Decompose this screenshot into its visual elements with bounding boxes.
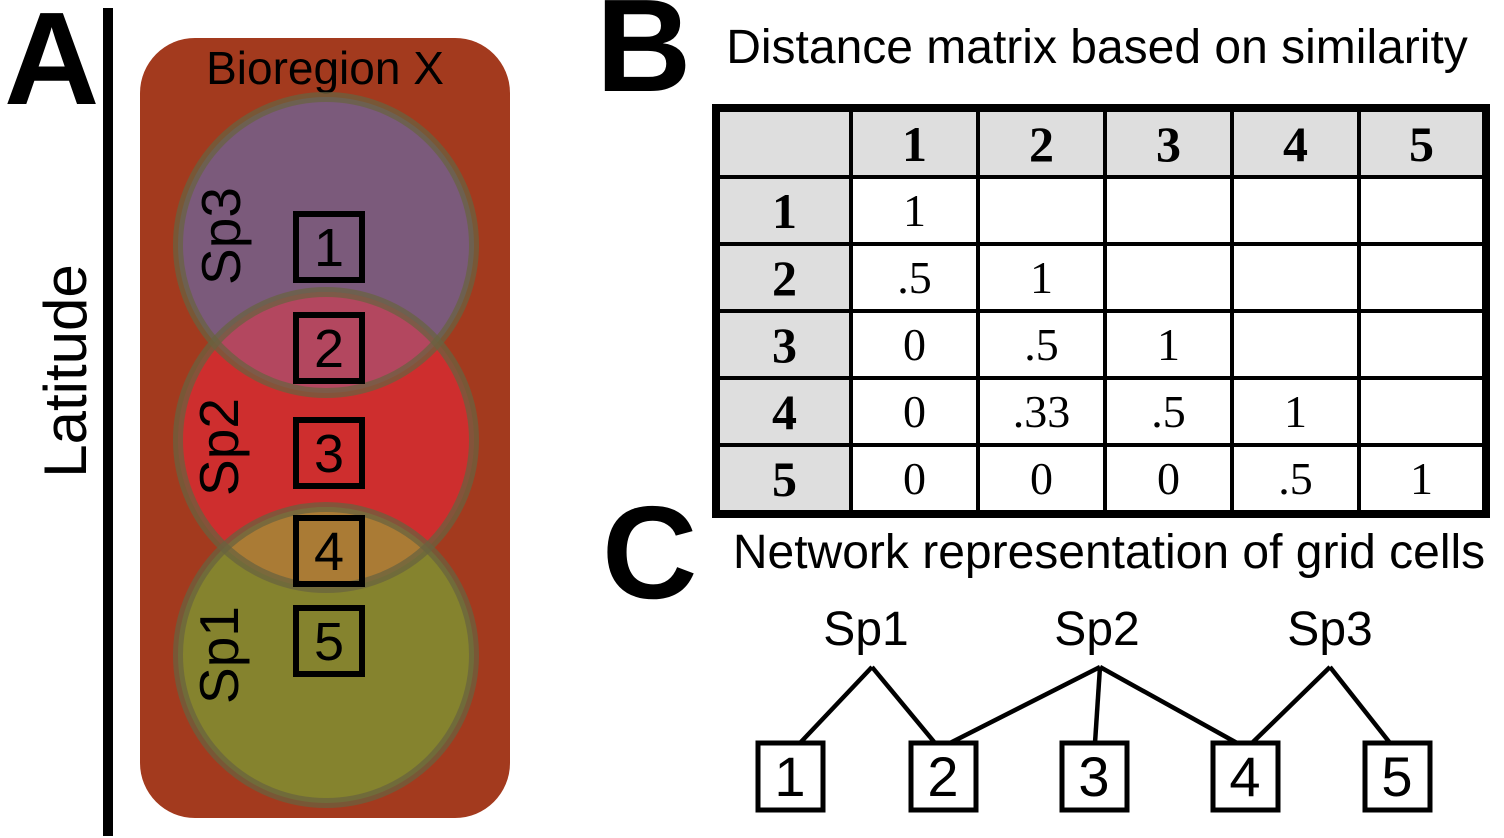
matrix-col-header-1: 1 xyxy=(849,106,980,179)
matrix-cell-2-1: .5 xyxy=(849,242,980,313)
matrix-cell-3-4 xyxy=(1230,309,1361,380)
matrix-cell-4-3: .5 xyxy=(1103,376,1234,447)
matrix-row-5: 5 0 0 0 .5 1 xyxy=(714,443,1488,516)
matrix-row-header-2: 2 xyxy=(714,242,853,313)
grid-cell-box-4 xyxy=(293,515,365,587)
matrix-row-header-4: 4 xyxy=(714,376,853,447)
matrix-cell-4-5 xyxy=(1357,376,1488,447)
network-node-box-1 xyxy=(755,740,826,813)
grid-cell-number-3: 3 xyxy=(314,424,344,484)
distance-matrix-table: 1 2 3 4 5 1 1 2 .5 1 3 0 .5 1 xyxy=(712,104,1490,518)
matrix-cell-1-1: 1 xyxy=(849,175,980,246)
matrix-row-4: 4 0 .33 .5 1 xyxy=(714,376,1488,447)
matrix-cell-3-5 xyxy=(1357,309,1488,380)
matrix-cell-4-1: 0 xyxy=(849,376,980,447)
matrix-cell-3-3: 1 xyxy=(1103,309,1234,380)
matrix-col-header-3: 3 xyxy=(1103,106,1234,179)
panel-b-title: Distance matrix based on similarity xyxy=(726,21,1468,74)
network-species-label-sp3: Sp3 xyxy=(1287,603,1372,656)
sp1-circle xyxy=(178,507,474,803)
sp3-sp2-overlap xyxy=(178,292,474,393)
matrix-cell-1-3 xyxy=(1103,175,1234,246)
matrix-cell-2-3 xyxy=(1103,242,1234,313)
matrix-row-2: 2 .5 1 xyxy=(714,242,1488,313)
network-edge-sp2-4 xyxy=(1098,665,1239,745)
network-node-number-2: 2 xyxy=(927,745,958,808)
matrix-cell-1-5 xyxy=(1357,175,1488,246)
matrix-col-header-4: 4 xyxy=(1230,106,1361,179)
matrix-col-header-5: 5 xyxy=(1357,106,1488,179)
network-species-label-sp1: Sp1 xyxy=(823,603,908,656)
panel-c: C Network representation of grid cells S… xyxy=(602,500,1485,813)
network-species-label-sp2: Sp2 xyxy=(1054,603,1139,656)
panel-c-title: Network representation of grid cells xyxy=(733,526,1485,579)
sp1-circle-outline xyxy=(173,502,479,808)
network-edge-sp2-2 xyxy=(948,664,1102,746)
matrix-col-header-2: 2 xyxy=(976,106,1107,179)
network-node-box-5 xyxy=(1362,740,1433,813)
network-node-box-4 xyxy=(1210,740,1281,813)
sp2-label: Sp2 xyxy=(188,398,250,496)
matrix-cell-3-2: .5 xyxy=(976,309,1107,380)
network-node-box-2 xyxy=(908,740,979,813)
network-node-number-5: 5 xyxy=(1381,745,1412,808)
matrix-cell-1-4 xyxy=(1230,175,1361,246)
network-edge-sp1-1 xyxy=(798,665,874,745)
sp2-circle-outline xyxy=(173,287,479,593)
bioregion-label: Bioregion X xyxy=(206,42,444,94)
latitude-axis-label: Latitude xyxy=(32,264,99,478)
network-edge-sp2-3 xyxy=(1092,666,1103,744)
matrix-cell-4-2: .33 xyxy=(976,376,1107,447)
matrix-cell-2-2: 1 xyxy=(976,242,1107,313)
matrix-cell-5-1: 0 xyxy=(849,443,980,516)
panel-letter-c: C xyxy=(602,500,697,626)
matrix-cell-4-4: 1 xyxy=(1230,376,1361,447)
matrix-cell-5-5: 1 xyxy=(1357,443,1488,516)
latitude-axis-line xyxy=(103,8,113,836)
matrix-row-header-5: 5 xyxy=(714,443,853,516)
matrix-cell-2-5 xyxy=(1357,242,1488,313)
network-edge-sp3-5 xyxy=(1328,665,1392,745)
sp3-label: Sp3 xyxy=(190,187,252,285)
matrix-cell-5-3: 0 xyxy=(1103,443,1234,516)
network-edge-sp1-2 xyxy=(870,665,937,745)
grid-cell-box-3 xyxy=(293,417,365,489)
grid-cell-number-1: 1 xyxy=(314,218,344,278)
matrix-cell-1-2 xyxy=(976,175,1107,246)
network-node-box-3 xyxy=(1059,740,1130,813)
grid-cell-box-5 xyxy=(293,605,365,677)
matrix-header-row: 1 2 3 4 5 xyxy=(714,106,1488,179)
matrix-cell-5-4: .5 xyxy=(1230,443,1361,516)
panel-a: A Latitude Bioregion X Sp3 Sp2 Sp1 1 2 3… xyxy=(4,0,510,836)
grid-cell-box-2 xyxy=(293,312,365,384)
grid-cell-number-5: 5 xyxy=(314,612,344,672)
matrix-row-header-1: 1 xyxy=(714,175,853,246)
matrix-row-header-3: 3 xyxy=(714,309,853,380)
grid-cell-number-2: 2 xyxy=(314,319,344,379)
network-edge-sp3-4 xyxy=(1250,665,1332,745)
matrix-cell-2-4 xyxy=(1230,242,1361,313)
network-node-number-3: 3 xyxy=(1078,745,1109,808)
matrix-corner-cell xyxy=(714,106,853,179)
network-node-number-1: 1 xyxy=(774,745,805,808)
panel-letter-a: A xyxy=(4,0,99,132)
grid-cell-number-4: 4 xyxy=(314,522,344,582)
matrix-row-1: 1 1 xyxy=(714,175,1488,246)
sp3-circle-outline xyxy=(173,92,479,398)
matrix-row-3: 3 0 .5 1 xyxy=(714,309,1488,380)
network-node-number-4: 4 xyxy=(1229,745,1260,808)
sp1-label: Sp1 xyxy=(188,606,250,704)
matrix-cell-5-2: 0 xyxy=(976,443,1107,516)
matrix-cell-3-1: 0 xyxy=(849,309,980,380)
grid-cell-box-1 xyxy=(293,211,365,283)
panel-letter-b: B xyxy=(596,0,692,119)
